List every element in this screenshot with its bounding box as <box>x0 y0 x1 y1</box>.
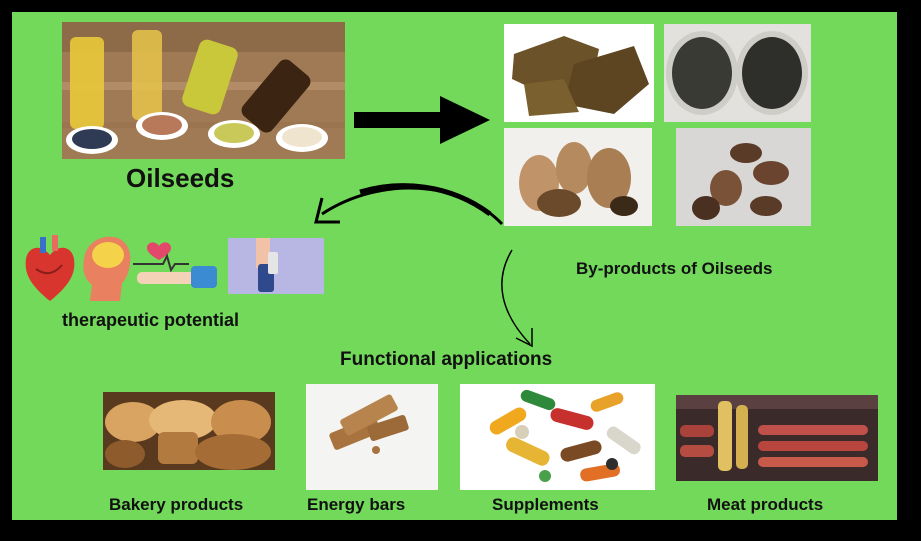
blood-pressure-icon <box>133 240 219 290</box>
supplements-label: Supplements <box>492 495 599 514</box>
functional-applications-label: Functional applications <box>340 349 553 370</box>
supplements-photo <box>460 384 655 490</box>
bakery-products-photo <box>103 392 275 470</box>
bakery-products-label: Bakery products <box>109 495 244 514</box>
brain-head-icon <box>80 233 132 303</box>
byproduct-photo-pellets <box>664 24 811 122</box>
oilseeds-photo <box>62 22 345 159</box>
oilseeds-label: Oilseeds <box>126 163 235 193</box>
glucose-monitor-photo <box>228 238 324 294</box>
therapeutic-label: therapeutic potential <box>62 310 240 330</box>
energy-bars-photo <box>306 384 438 490</box>
byproducts-label: By-products of Oilseeds <box>576 259 773 278</box>
meat-products-label: Meat products <box>707 495 824 514</box>
byproduct-photo-hulls <box>504 128 652 226</box>
meat-products-photo <box>676 395 878 481</box>
byproduct-photo-shells <box>676 128 811 226</box>
heart-icon <box>22 235 78 303</box>
energy-bars-label: Energy bars <box>307 495 406 514</box>
byproduct-photo-cake <box>504 24 654 122</box>
